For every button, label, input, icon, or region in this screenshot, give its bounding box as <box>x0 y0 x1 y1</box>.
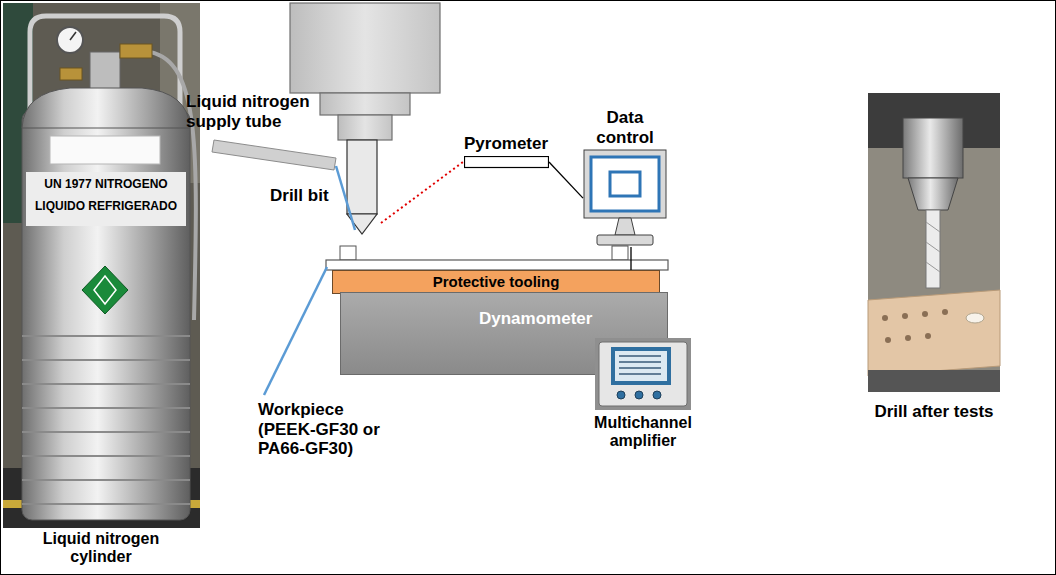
photo-background <box>3 3 200 528</box>
nitrogen-jet-line <box>336 166 355 230</box>
cylinder-rib <box>22 359 190 361</box>
cylinder-rib <box>22 503 190 505</box>
monitor-screen <box>591 157 659 211</box>
block-label: Protective tooling <box>433 273 560 290</box>
device-label: Multichannel amplifier <box>584 414 702 451</box>
hazard-diamond <box>82 266 128 314</box>
device-label: Pyrometer <box>464 134 549 154</box>
pyrometer-sight-line <box>381 162 463 223</box>
cylinder-rib <box>22 479 190 481</box>
amplifier-knob <box>617 391 625 399</box>
drilled-hole <box>905 335 911 341</box>
drilled-hole <box>922 311 928 317</box>
clamp-bolt <box>612 246 628 260</box>
drilled-hole <box>885 337 891 343</box>
display-screen <box>615 351 667 381</box>
gauge-needle <box>70 32 76 40</box>
pyrometer-sensor: Pyrometer <box>464 134 549 169</box>
cylinder-shoulder <box>22 88 190 128</box>
cylinder-rib <box>22 455 190 457</box>
drill-chuck <box>903 118 963 178</box>
pyrometer-outline <box>465 156 549 167</box>
tested-workpiece <box>868 290 1000 376</box>
amplifier-photo: Multichannel amplifier <box>584 338 702 451</box>
display-line <box>619 367 661 369</box>
monitor-neck <box>615 218 635 235</box>
monitor-base <box>597 235 653 245</box>
clamp-bolt <box>340 246 356 260</box>
signal-wire <box>549 162 583 198</box>
display-frame <box>611 347 671 385</box>
workpiece-label: Workpiece (PEEK-GF30 or PA66-GF30) <box>258 400 398 459</box>
photo-background <box>868 93 1000 392</box>
cylinder-marking: LIQUIDO REFRIGERADO <box>20 200 192 214</box>
photo-caption: Drill after tests <box>866 402 1002 422</box>
amplifier-knob <box>635 391 643 399</box>
drill-photo <box>868 93 1000 392</box>
drill-flute <box>926 242 940 252</box>
amplifier-panel <box>599 342 687 406</box>
display-line <box>619 361 661 363</box>
monitor-icon <box>583 149 667 247</box>
nitrogen-tube <box>212 140 336 170</box>
cylinder-sticker <box>50 136 160 164</box>
monitor-case <box>584 150 666 218</box>
data-control-monitor: Data control <box>582 108 668 247</box>
drilled-hole <box>902 313 908 319</box>
used-drill-bit <box>926 210 940 288</box>
cylinder-neck <box>90 52 120 90</box>
block-label: Dynamometer <box>479 309 661 329</box>
amplifier-knob <box>653 391 661 399</box>
drilling-chip <box>966 313 984 323</box>
cylinder-rib <box>22 383 190 385</box>
cylinder-body <box>22 110 190 520</box>
brass-valve <box>60 68 82 80</box>
cylinder-rib <box>22 431 190 433</box>
tube-label: Liquid nitrogen supply tube <box>186 92 316 131</box>
machine-table <box>868 370 1000 392</box>
pressure-gauge <box>57 27 83 53</box>
cylinder-marking: UN 1977 NITROGENO <box>20 178 192 192</box>
photo-caption: Liquid nitrogen cylinder <box>25 530 177 565</box>
workpiece-leader <box>264 267 327 395</box>
screen-window <box>610 172 640 196</box>
cylinder-photo <box>3 3 200 528</box>
drill-label: Drill bit <box>270 186 329 206</box>
drilled-hole <box>925 333 931 339</box>
spindle-head <box>290 3 440 93</box>
pyrometer-body <box>464 156 549 169</box>
drill-flute <box>926 262 940 272</box>
cylinder-rib <box>22 407 190 409</box>
spindle-collar <box>320 93 410 115</box>
brass-valve <box>120 44 152 58</box>
device-label: Data control <box>582 108 668 147</box>
drill-flute <box>926 222 940 232</box>
workpiece-plate <box>326 260 668 270</box>
drilled-hole <box>942 309 948 315</box>
photo-background <box>595 338 691 410</box>
display-line <box>619 355 661 357</box>
chuck-taper <box>908 178 958 210</box>
hazard-symbol <box>94 276 116 304</box>
protective-tooling-block: Protective tooling <box>332 270 660 294</box>
drill-bit <box>347 140 377 214</box>
tool-holder <box>338 115 392 140</box>
cylinder-rib <box>22 335 190 337</box>
drilled-hole <box>882 315 888 321</box>
amplifier-image <box>595 338 691 410</box>
display-line <box>619 373 661 375</box>
